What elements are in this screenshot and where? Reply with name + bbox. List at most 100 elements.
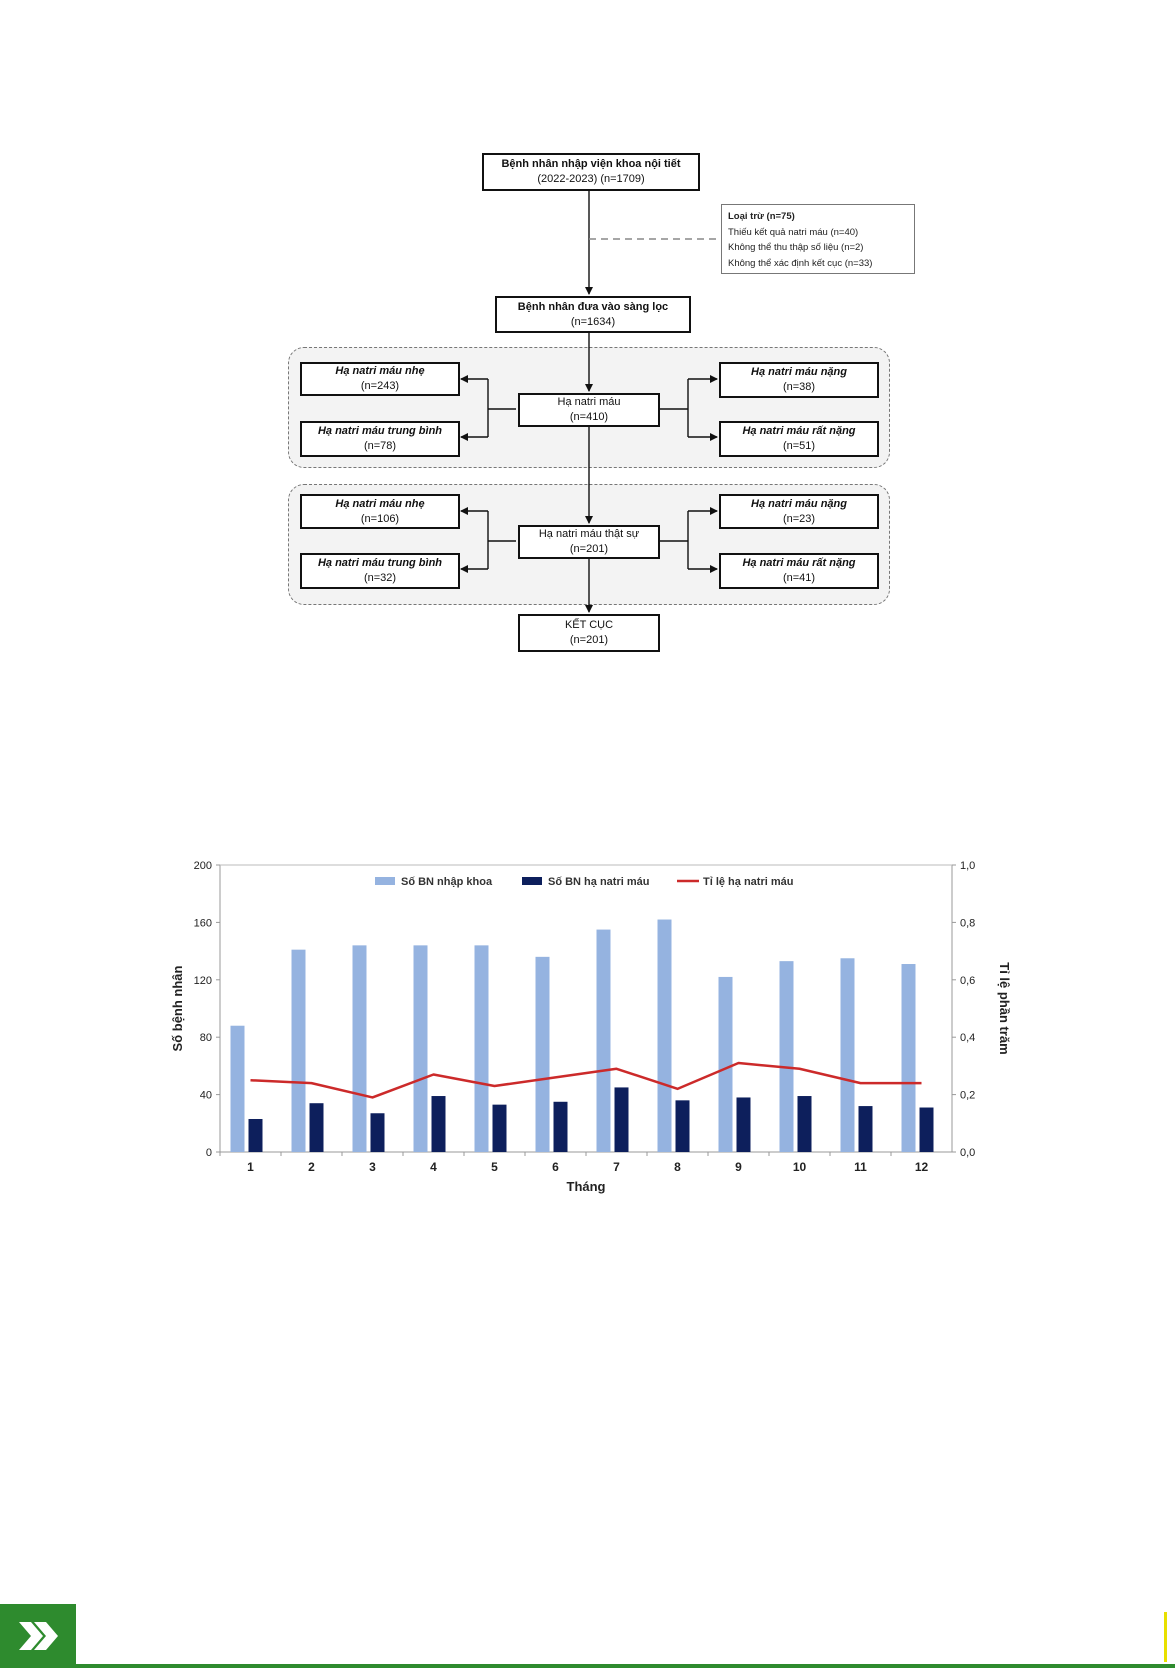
right-tick-label: 0,6 [960, 975, 975, 987]
g1-moderate-count: (n=78) [363, 440, 397, 452]
exclusion-title: Loại trừ (n=75) [728, 211, 795, 222]
g2-mild-title: Hạ natri máu nhẹ [335, 497, 425, 510]
x-tick-label: 7 [613, 1160, 620, 1174]
bar-hyponatremia [370, 1113, 385, 1152]
x-tick-label: 11 [854, 1160, 867, 1174]
g1-very-severe-count: (n=51) [782, 440, 816, 452]
x-tick-label: 4 [430, 1160, 437, 1174]
left-tick-label: 160 [194, 917, 212, 929]
bar-admitted [352, 945, 367, 1152]
true-hyponatremia-box: Hạ natri máu thật sự (n=201) [518, 525, 660, 559]
bar-admitted [718, 976, 733, 1152]
exclusion-item: Thiếu kết quả natri máu (n=40) [728, 226, 859, 238]
y-axis-label: Số bệnh nhân [170, 965, 185, 1051]
exclusion-item: Không thể xác định kết cục (n=33) [728, 257, 873, 269]
right-tick-label: 0,2 [960, 1090, 975, 1102]
x-tick-label: 12 [915, 1160, 929, 1174]
right-tick-label: 0,8 [960, 917, 975, 929]
patient-flow-diagram: Bệnh nhân nhập viện khoa nội tiết (2022-… [0, 0, 1175, 680]
x-tick-label: 10 [793, 1160, 807, 1174]
bar-admitted [596, 929, 611, 1152]
admitted-patients-box: Bệnh nhân nhập viện khoa nội tiết (2022-… [482, 153, 700, 191]
g2-moderate-title: Hạ natri máu trung bình [317, 557, 443, 569]
x-axis-label: Tháng [567, 1179, 606, 1194]
outcome-box: KẾT CỤC (n=201) [518, 614, 660, 652]
g1-severe-box: Hạ natri máu nặng (n=38) [719, 362, 879, 398]
g2-severe-title: Hạ natri máu nặng [751, 497, 847, 510]
x-tick-label: 5 [491, 1160, 498, 1174]
bar-hyponatremia [431, 1096, 446, 1152]
hyponatremia-count: (n=410) [569, 411, 609, 423]
left-tick-label: 200 [194, 860, 212, 872]
bar-admitted [840, 958, 855, 1152]
bar-hyponatremia [919, 1107, 934, 1152]
bar-admitted [230, 1025, 245, 1152]
legend-swatch [375, 877, 395, 885]
right-tick-label: 0,4 [960, 1032, 975, 1044]
bar-admitted [474, 945, 489, 1152]
bar-hyponatremia [675, 1100, 690, 1152]
admitted-title: Bệnh nhân nhập viện khoa nội tiết [501, 158, 681, 170]
g2-severe-box: Hạ natri máu nặng (n=23) [719, 494, 879, 529]
bar-hyponatremia [736, 1097, 751, 1152]
chart-axes [216, 864, 956, 1156]
right-tick-label: 1,0 [960, 860, 975, 872]
hyponatremia-box: Hạ natri máu (n=410) [518, 393, 660, 427]
left-tick-label: 120 [194, 975, 212, 987]
y2-axis-label: Tỉ lệ phần trăm [997, 962, 1012, 1054]
bar-hyponatremia [309, 1103, 324, 1152]
right-edge-accent [1164, 1612, 1167, 1662]
outcome-title: KẾT CỤC [564, 619, 614, 631]
chart-legend: Số BN nhập khoa Số BN hạ natri máu Tỉ lệ h… [375, 876, 793, 888]
line-hyponatremia-rate [250, 1061, 922, 1099]
g1-very-severe-title: Hạ natri máu rất nặng [742, 425, 856, 437]
x-tick-label: 1 [247, 1160, 254, 1174]
g2-very-severe-count: (n=41) [782, 572, 816, 584]
exclusion-box: Loại trừ (n=75) Thiếu kết quả natri máu … [721, 204, 915, 274]
x-tick-label: 3 [369, 1160, 376, 1174]
x-tick-label: 6 [552, 1160, 559, 1174]
admitted-count: (2022-2023) (n=1709) [537, 173, 645, 185]
x-tick-label: 2 [308, 1160, 315, 1174]
g1-mild-title: Hạ natri máu nhẹ [335, 365, 425, 377]
legend-label: Số BN nhập khoa [401, 876, 493, 888]
chart-line-series [250, 1061, 922, 1099]
footer-badge [0, 1604, 76, 1668]
g1-mild-box: Hạ natri máu nhẹ (n=243) [300, 362, 460, 396]
g2-severe-count: (n=23) [782, 512, 816, 525]
true-hyponatremia-count: (n=201) [569, 543, 609, 555]
bar-hyponatremia [553, 1101, 568, 1152]
left-tick-label: 80 [200, 1032, 212, 1044]
flow-connectors [460, 191, 721, 613]
bar-admitted [657, 919, 672, 1152]
bar-admitted [779, 961, 794, 1152]
legend-label: Số BN hạ natri máu [548, 876, 649, 888]
exclusion-item: Không thể thu thập số liệu (n=2) [728, 242, 864, 253]
bar-admitted [535, 956, 550, 1152]
bar-hyponatremia [797, 1096, 812, 1152]
g1-severe-count: (n=38) [782, 381, 816, 393]
legend-label: Tỉ lệ hạ natri máu [703, 876, 793, 888]
screened-patients-box: Bệnh nhân đưa vào sàng lọc (n=1634) [495, 296, 691, 333]
bar-hyponatremia [614, 1087, 629, 1152]
bar-hyponatremia [492, 1104, 507, 1152]
outcome-count: (n=201) [569, 634, 609, 646]
left-tick-label: 0 [206, 1147, 212, 1159]
true-hyponatremia-title: Hạ natri máu thật sự [538, 528, 640, 540]
double-chevron-right-icon [19, 1622, 58, 1650]
screened-count: (n=1634) [570, 315, 616, 328]
screened-title: Bệnh nhân đưa vào sàng lọc [517, 300, 669, 313]
g2-mild-box: Hạ natri máu nhẹ (n=106) [300, 494, 460, 529]
g2-very-severe-box: Hạ natri máu rất nặng (n=41) [719, 553, 879, 589]
bar-admitted [901, 964, 916, 1152]
legend-swatch [522, 877, 542, 885]
g1-moderate-box: Hạ natri máu trung bình (n=78) [300, 421, 460, 457]
bar-admitted [291, 949, 306, 1152]
left-tick-label: 40 [200, 1090, 212, 1102]
hyponatremia-title: Hạ natri máu [557, 396, 621, 408]
bar-hyponatremia [858, 1106, 873, 1152]
g2-moderate-box: Hạ natri máu trung bình (n=32) [300, 553, 460, 589]
right-tick-label: 0,0 [960, 1147, 975, 1159]
